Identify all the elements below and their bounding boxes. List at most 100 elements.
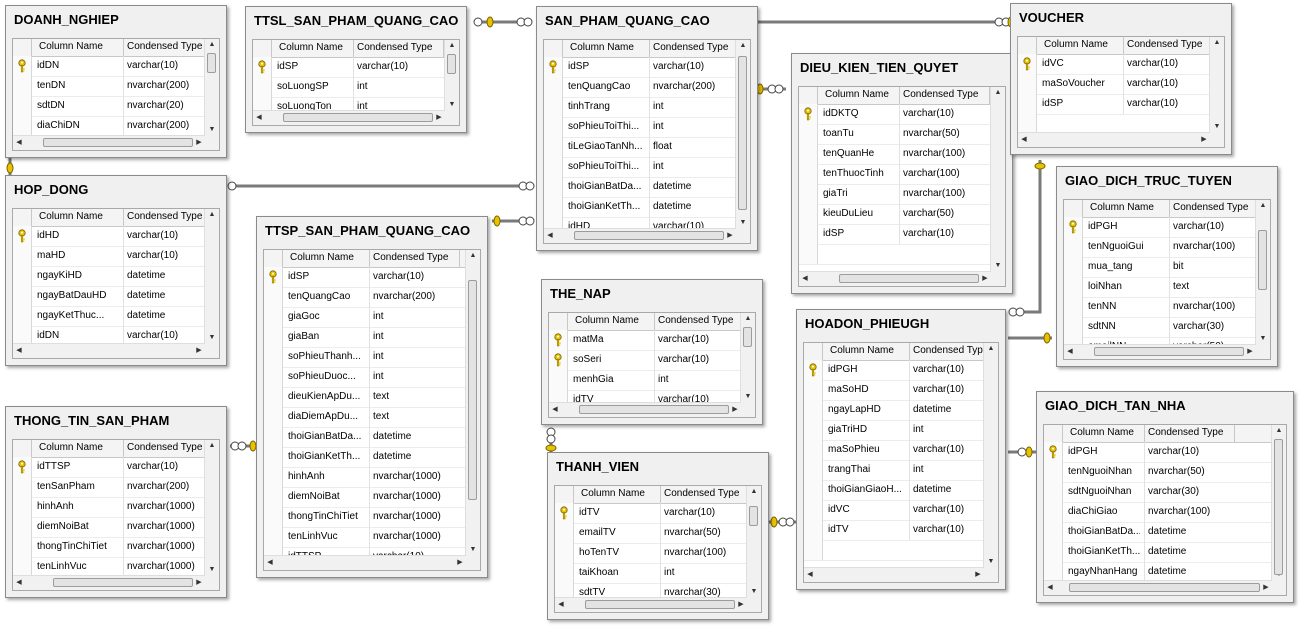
column-row[interactable]: thoiGianKetTh...datetime xyxy=(544,197,736,218)
scroll-thumb[interactable] xyxy=(1274,439,1283,575)
condensed-type-header[interactable]: Condensed Type xyxy=(127,211,203,222)
condensed-type-header[interactable]: Condensed Type xyxy=(127,41,203,52)
scroll-right-arrow-icon[interactable]: ▶ xyxy=(196,579,202,586)
column-row[interactable]: soPhieuDuoc...int xyxy=(264,367,466,388)
scroll-down-arrow-icon[interactable]: ▼ xyxy=(750,588,758,595)
table-title[interactable]: THE_NAP xyxy=(550,286,611,301)
condensed-type-header[interactable]: Condensed Type xyxy=(1173,202,1249,213)
row-selector[interactable] xyxy=(804,380,823,400)
condensed-type-header[interactable]: Condensed Type xyxy=(1127,39,1203,50)
column-row[interactable]: thoiGianBatDa...datetime xyxy=(264,427,466,448)
scroll-up-arrow-icon[interactable]: ▲ xyxy=(448,42,456,49)
scroll-down-arrow-icon[interactable]: ▼ xyxy=(208,566,216,573)
scroll-up-arrow-icon[interactable]: ▲ xyxy=(739,42,747,49)
vertical-scrollbar[interactable]: ▲▼ xyxy=(1271,425,1286,581)
vertical-scrollbar[interactable]: ▲▼ xyxy=(746,486,761,598)
table-title[interactable]: THONG_TIN_SAN_PHAM xyxy=(14,413,170,428)
row-selector[interactable] xyxy=(799,184,818,204)
row-selector[interactable] xyxy=(1044,482,1063,502)
condensed-type-header[interactable]: Condensed Type xyxy=(373,252,449,263)
row-selector[interactable] xyxy=(264,287,283,307)
row-selector[interactable] xyxy=(1018,94,1037,114)
scroll-up-arrow-icon[interactable]: ▲ xyxy=(750,488,758,495)
scroll-right-arrow-icon[interactable]: ▶ xyxy=(1201,136,1207,143)
scroll-thumb[interactable] xyxy=(43,138,193,147)
vertical-scrollbar[interactable]: ▲▼ xyxy=(444,40,459,111)
scroll-left-arrow-icon[interactable]: ◀ xyxy=(1021,136,1027,143)
column-row[interactable]: diaDiemApDu...text xyxy=(264,407,466,428)
table-title[interactable]: TTSP_SAN_PHAM_QUANG_CAO xyxy=(265,223,471,238)
row-selector[interactable] xyxy=(264,507,283,527)
scroll-left-arrow-icon[interactable]: ◀ xyxy=(547,232,553,239)
scroll-thumb[interactable] xyxy=(53,578,193,587)
scroll-down-arrow-icon[interactable]: ▼ xyxy=(208,334,216,341)
scroll-down-arrow-icon[interactable]: ▼ xyxy=(994,262,1002,269)
row-selector[interactable] xyxy=(799,164,818,184)
vertical-scrollbar[interactable]: ▲▼ xyxy=(204,39,219,136)
row-selector[interactable] xyxy=(804,460,823,480)
row-selector[interactable] xyxy=(544,177,563,197)
row-selector[interactable] xyxy=(264,387,283,407)
scroll-down-arrow-icon[interactable]: ▼ xyxy=(208,126,216,133)
scroll-thumb[interactable] xyxy=(743,327,752,347)
column-row[interactable]: dieuKienApDu...text xyxy=(264,387,466,408)
vertical-scrollbar[interactable]: ▲▼ xyxy=(465,250,480,556)
scroll-right-arrow-icon[interactable]: ▶ xyxy=(738,601,744,608)
horizontal-scrollbar[interactable]: ◀▶ xyxy=(544,228,736,243)
column-name-header[interactable]: Column Name xyxy=(279,42,343,53)
scroll-thumb[interactable] xyxy=(738,56,747,210)
scroll-down-arrow-icon[interactable]: ▼ xyxy=(1259,335,1267,342)
column-name-header[interactable]: Column Name xyxy=(825,89,889,100)
condensed-type-header[interactable]: Condensed Type xyxy=(653,42,729,53)
scroll-up-arrow-icon[interactable]: ▲ xyxy=(994,89,1002,96)
scroll-left-arrow-icon[interactable]: ◀ xyxy=(807,571,813,578)
scroll-right-arrow-icon[interactable]: ▶ xyxy=(727,232,733,239)
row-selector[interactable] xyxy=(264,447,283,467)
scroll-down-arrow-icon[interactable]: ▼ xyxy=(739,219,747,226)
row-selector[interactable] xyxy=(264,427,283,447)
scroll-up-arrow-icon[interactable]: ▲ xyxy=(208,41,216,48)
row-selector[interactable] xyxy=(264,347,283,367)
row-selector[interactable] xyxy=(13,537,32,557)
row-selector[interactable] xyxy=(799,224,818,244)
column-row[interactable]: thoiGianBatDa...datetime xyxy=(1044,522,1272,543)
